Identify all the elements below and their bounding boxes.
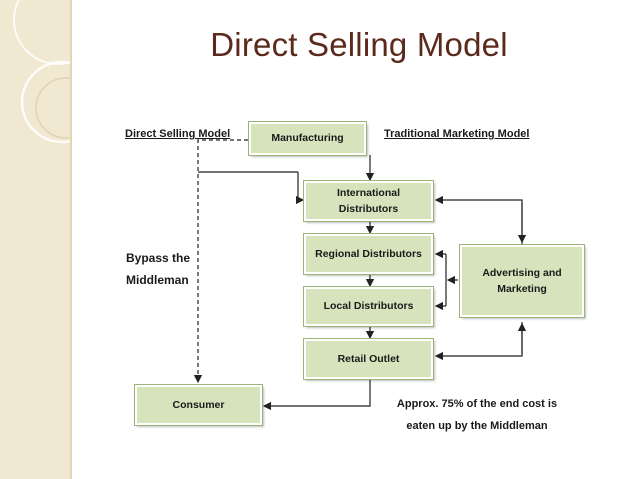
regional-distributors-label: Regional Distributors <box>315 247 422 260</box>
cost-note-line1: Approx. 75% of the end cost is <box>396 398 558 410</box>
manufacturing-label: Manufacturing <box>271 132 344 145</box>
consumer-box: Consumer <box>134 384 263 426</box>
bypass-label-line2: Middleman <box>126 273 189 287</box>
traditional-marketing-model-label: Traditional Marketing Model <box>384 128 530 140</box>
consumer-label: Consumer <box>172 398 225 411</box>
decorative-circles <box>13 0 70 144</box>
manufacturing-box: Manufacturing <box>248 121 367 156</box>
bypass-label-line1: Bypass the <box>126 251 191 265</box>
arrow-into-international <box>295 172 305 205</box>
arrow-bypass-dashed <box>193 139 248 384</box>
international-distributors-box: International Distributors <box>303 180 434 222</box>
arrow-retail-to-consumer <box>262 379 371 411</box>
cost-note: Approx. 75% of the end cost is eaten up … <box>382 393 572 437</box>
retail-outlet-label: Retail Outlet <box>337 352 400 365</box>
advertising-marketing-box: Advertising and Marketing <box>459 244 585 318</box>
arrow-advertising-to-retail <box>434 322 523 361</box>
regional-distributors-box: Regional Distributors <box>303 233 434 275</box>
advertising-label-line1: Advertising and <box>482 266 562 279</box>
local-distributors-box: Local Distributors <box>303 286 434 327</box>
arrow-advertising-to-international <box>434 195 523 244</box>
direct-selling-model-label: Direct Selling Model <box>125 128 231 140</box>
local-distributors-label: Local Distributors <box>323 300 414 313</box>
decorative-sidebar <box>0 0 72 479</box>
advertising-label-line2: Marketing <box>497 283 547 295</box>
page-title: Direct Selling Model <box>210 26 508 63</box>
international-distributors-label: International Distributors <box>336 186 400 215</box>
cost-note-line2: eaten up by the Middleman <box>406 420 548 432</box>
retail-outlet-box: Retail Outlet <box>303 338 434 380</box>
